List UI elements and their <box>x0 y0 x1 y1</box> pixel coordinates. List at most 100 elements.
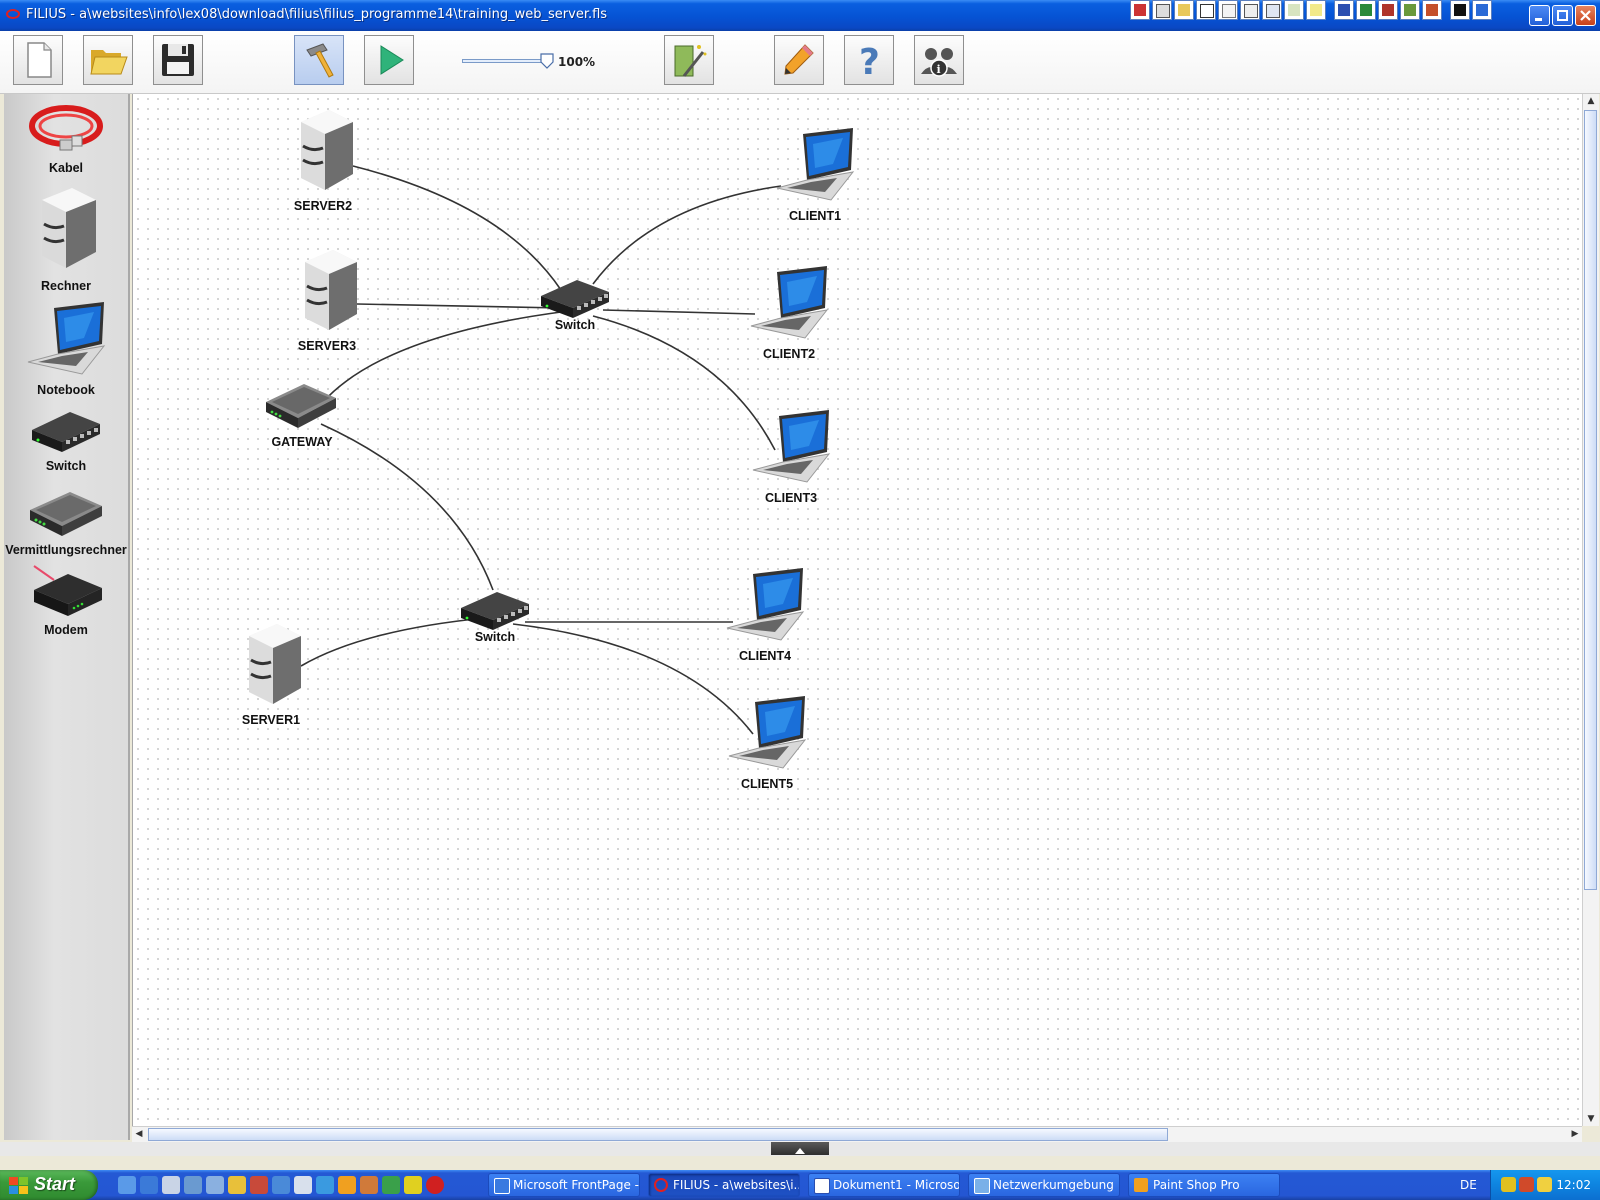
tray-alert-icon[interactable] <box>1537 1177 1552 1192</box>
open-file-button[interactable] <box>83 35 133 85</box>
access-shortcut-icon[interactable] <box>1378 0 1398 20</box>
cable-gateway-switch1[interactable] <box>322 311 562 403</box>
task-filius[interactable]: FILIUS - a\websites\i... <box>648 1173 800 1197</box>
cable-client3-switch1[interactable] <box>592 315 776 451</box>
explorer-quicklaunch-icon[interactable] <box>206 1176 224 1194</box>
title-bar[interactable]: FILIUS - a\websites\info\lex08\download\… <box>0 0 1600 31</box>
expand-panel-button[interactable] <box>771 1142 829 1155</box>
zoom-slider-thumb[interactable] <box>540 53 554 69</box>
zoom-slider-track <box>462 59 552 63</box>
task-network-places[interactable]: Netzwerkumgebung <box>968 1173 1120 1197</box>
scroll-right-arrow-icon[interactable]: ▶ <box>1571 1129 1579 1139</box>
cable-server1-switch2[interactable] <box>300 617 486 667</box>
clock[interactable]: 12:02 <box>1556 1178 1591 1192</box>
network-canvas[interactable]: SERVER2 SERVER3 SERVER1 <box>132 94 1583 1126</box>
simulation-mode-button[interactable] <box>364 35 414 85</box>
app-quicklaunch-icon[interactable] <box>184 1176 202 1194</box>
horizontal-scrollbar[interactable]: ◀ ▶ <box>132 1126 1582 1143</box>
media-quicklaunch-icon[interactable] <box>228 1176 246 1194</box>
node-server3[interactable]: SERVER3 <box>277 244 377 353</box>
remote-shortcut-icon[interactable] <box>1472 0 1492 20</box>
tray-status-icon[interactable] <box>1501 1177 1516 1192</box>
task-paint-shop[interactable]: Paint Shop Pro <box>1128 1173 1280 1197</box>
node-client5[interactable]: CLIENT5 <box>717 692 817 791</box>
journal-shortcut-icon[interactable] <box>1284 0 1304 20</box>
filius-quicklaunch-icon[interactable] <box>426 1176 444 1194</box>
cable-client1-switch1[interactable] <box>592 185 782 285</box>
horizontal-scroll-thumb[interactable] <box>148 1128 1168 1141</box>
palette-item-switch[interactable]: Switch <box>4 400 128 473</box>
component-palette: Kabel Rechner Notebook Switc <box>4 94 130 1140</box>
office-shortcut-icon[interactable] <box>1130 0 1150 20</box>
node-server1[interactable]: SERVER1 <box>221 618 321 727</box>
language-indicator[interactable]: DE <box>1460 1178 1477 1192</box>
palette-item-notebook[interactable]: Notebook <box>4 298 128 397</box>
node-client1[interactable]: CLIENT1 <box>765 124 865 223</box>
server-icon <box>301 110 353 190</box>
palette-item-kabel[interactable]: Kabel <box>4 100 128 175</box>
powerpoint-shortcut-icon[interactable] <box>1422 0 1442 20</box>
office-quicklaunch-bar <box>1130 0 1492 22</box>
palette-item-vermittlungsrechner[interactable]: Vermittlungsrechner <box>4 480 128 557</box>
cable-server2-switch1[interactable] <box>352 165 562 291</box>
vertical-scrollbar[interactable]: ▲ ▼ <box>1582 94 1599 1126</box>
calendar-shortcut-icon[interactable] <box>1218 0 1238 20</box>
palette-item-rechner[interactable]: Rechner <box>4 180 128 293</box>
minimize-icon <box>1535 18 1542 21</box>
new-file-button[interactable] <box>13 35 63 85</box>
cable-client5-switch2[interactable] <box>512 623 754 735</box>
edit-button[interactable] <box>774 35 824 85</box>
palette-item-modem[interactable]: Modem <box>4 562 128 637</box>
vertical-scroll-thumb[interactable] <box>1584 110 1597 890</box>
contact-shortcut-icon[interactable] <box>1262 0 1282 20</box>
folder-shortcut-icon[interactable] <box>1174 0 1194 20</box>
close-button[interactable] <box>1575 5 1596 26</box>
console-shortcut-icon[interactable] <box>1450 0 1470 20</box>
node-server2[interactable]: SERVER2 <box>273 104 373 213</box>
help-button[interactable]: ? <box>844 35 894 85</box>
minimize-button[interactable] <box>1529 5 1550 26</box>
word-shortcut-icon[interactable] <box>1334 0 1354 20</box>
desktop-quicklaunch-icon[interactable] <box>162 1176 180 1194</box>
notepad-quicklaunch-icon[interactable] <box>294 1176 312 1194</box>
project-shortcut-icon[interactable] <box>1400 0 1420 20</box>
zoom-slider[interactable] <box>462 53 554 69</box>
ie-quicklaunch-icon[interactable] <box>140 1176 158 1194</box>
paint-quicklaunch-icon[interactable] <box>338 1176 356 1194</box>
task-frontpage[interactable]: Microsoft FrontPage -... <box>488 1173 640 1197</box>
browser-quicklaunch-icon[interactable] <box>118 1176 136 1194</box>
node-gateway[interactable]: GATEWAY <box>257 374 347 449</box>
node-client2[interactable]: CLIENT2 <box>739 262 839 361</box>
notes-shortcut-icon[interactable] <box>1306 0 1326 20</box>
tray-app-icon[interactable] <box>1519 1177 1534 1192</box>
chart-quicklaunch-icon[interactable] <box>382 1176 400 1194</box>
start-button[interactable]: Start <box>0 1170 98 1200</box>
scroll-up-arrow-icon[interactable]: ▲ <box>1587 96 1595 106</box>
router-icon <box>266 384 336 428</box>
node-switch2[interactable]: Switch <box>455 582 535 644</box>
network-quicklaunch-icon[interactable] <box>272 1176 290 1194</box>
scroll-left-arrow-icon[interactable]: ◀ <box>135 1129 143 1139</box>
cable-client2-switch1[interactable] <box>602 309 756 315</box>
scroll-down-arrow-icon[interactable]: ▼ <box>1587 1114 1595 1124</box>
node-client3[interactable]: CLIENT3 <box>741 406 841 505</box>
task-word[interactable]: Dokument1 - Microsof... <box>808 1173 960 1197</box>
design-mode-button[interactable] <box>294 35 344 85</box>
save-file-button[interactable] <box>153 35 203 85</box>
excel-shortcut-icon[interactable] <box>1356 0 1376 20</box>
cable-gateway-switch2[interactable] <box>320 423 494 591</box>
globe-quicklaunch-icon[interactable] <box>316 1176 334 1194</box>
star-quicklaunch-icon[interactable] <box>404 1176 422 1194</box>
brush-quicklaunch-icon[interactable] <box>360 1176 378 1194</box>
about-button[interactable]: i <box>914 35 964 85</box>
task-shortcut-icon[interactable] <box>1240 0 1260 20</box>
wizard-button[interactable] <box>664 35 714 85</box>
tool-quicklaunch-icon[interactable] <box>250 1176 268 1194</box>
node-switch1[interactable]: Switch <box>535 270 615 332</box>
cable-server3-switch1[interactable] <box>356 303 562 309</box>
node-client4[interactable]: CLIENT4 <box>715 564 815 663</box>
mail-shortcut-icon[interactable] <box>1196 0 1216 20</box>
maximize-button[interactable] <box>1552 5 1573 26</box>
document-shortcut-icon[interactable] <box>1152 0 1172 20</box>
pencil-icon <box>784 44 814 75</box>
